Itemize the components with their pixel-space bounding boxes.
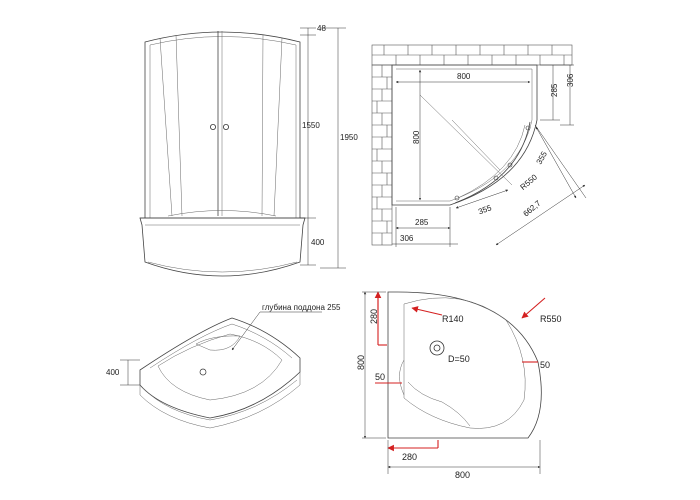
plan-dim-355-bottom-label: 355 <box>477 203 493 216</box>
plan-dim-depth-label: 800 <box>412 130 421 144</box>
dim-400-label: 400 <box>311 238 325 247</box>
brick-wall-top <box>371 44 573 66</box>
tray-plan-800-left-label: 800 <box>356 355 366 370</box>
tray-plan-280-bottom-label: 280 <box>402 452 417 462</box>
door-right-frame <box>261 34 264 217</box>
tray-plan-r140-label: R140 <box>442 314 464 324</box>
plan-dim-285-bottom-label: 285 <box>415 218 429 227</box>
tray-plan-view: R140 D=50 R550 50 50 280 800 280 800 <box>356 291 562 480</box>
dim-1550-label: 1550 <box>302 121 320 130</box>
plan-dim-r550-label: R550 <box>519 172 540 192</box>
tray-plan-280-top-label: 280 <box>369 309 379 324</box>
plan-view: 800 800 285 306 355 R550 355 662,7 285 3… <box>371 44 587 247</box>
cabin-outline <box>144 31 301 218</box>
plan-dim-355-right-label: 355 <box>535 149 550 166</box>
dim-48-label: 48 <box>317 24 326 33</box>
plan-dim-285-right-label: 285 <box>550 83 559 97</box>
tray-plan-800-bottom-label: 800 <box>455 470 470 480</box>
plan-cabin-outline <box>391 64 538 206</box>
tray-plan-50-right-label: 50 <box>540 360 550 370</box>
door-left-frame <box>159 37 173 217</box>
front-view: 48 1550 400 1950 <box>139 24 358 277</box>
tray-3d-height-label: 400 <box>106 368 120 377</box>
tray-3d-drain-icon <box>199 368 207 376</box>
tray-3d-rim <box>139 317 301 419</box>
cabin-inner-top <box>149 36 297 46</box>
plan-dim-306-bottom-label: 306 <box>400 234 414 243</box>
plan-dim-width-label: 800 <box>457 72 471 81</box>
front-tray <box>139 217 306 277</box>
tray-depth-label: глубина поддона 255 <box>262 303 341 312</box>
brick-wall-left <box>371 64 393 246</box>
tray-plan-inner <box>403 297 526 429</box>
tray-plan-r550-label: R550 <box>540 314 562 324</box>
tray-plan-drain-label: D=50 <box>448 354 470 364</box>
right-handle-icon <box>222 124 229 131</box>
tray-plan-outline <box>387 291 542 439</box>
tray-3d-view: глубина поддона 255 400 <box>106 303 341 429</box>
dim-1950-label: 1950 <box>340 133 358 142</box>
tray-plan-drain-outer-icon <box>429 340 445 356</box>
tray-plan-50-left-label: 50 <box>375 372 385 382</box>
tray-plan-drain-inner-icon <box>433 344 441 352</box>
plan-dim-306-right-label: 306 <box>566 73 575 87</box>
tray-3d-basin <box>157 333 283 401</box>
left-handle-icon <box>209 124 216 131</box>
